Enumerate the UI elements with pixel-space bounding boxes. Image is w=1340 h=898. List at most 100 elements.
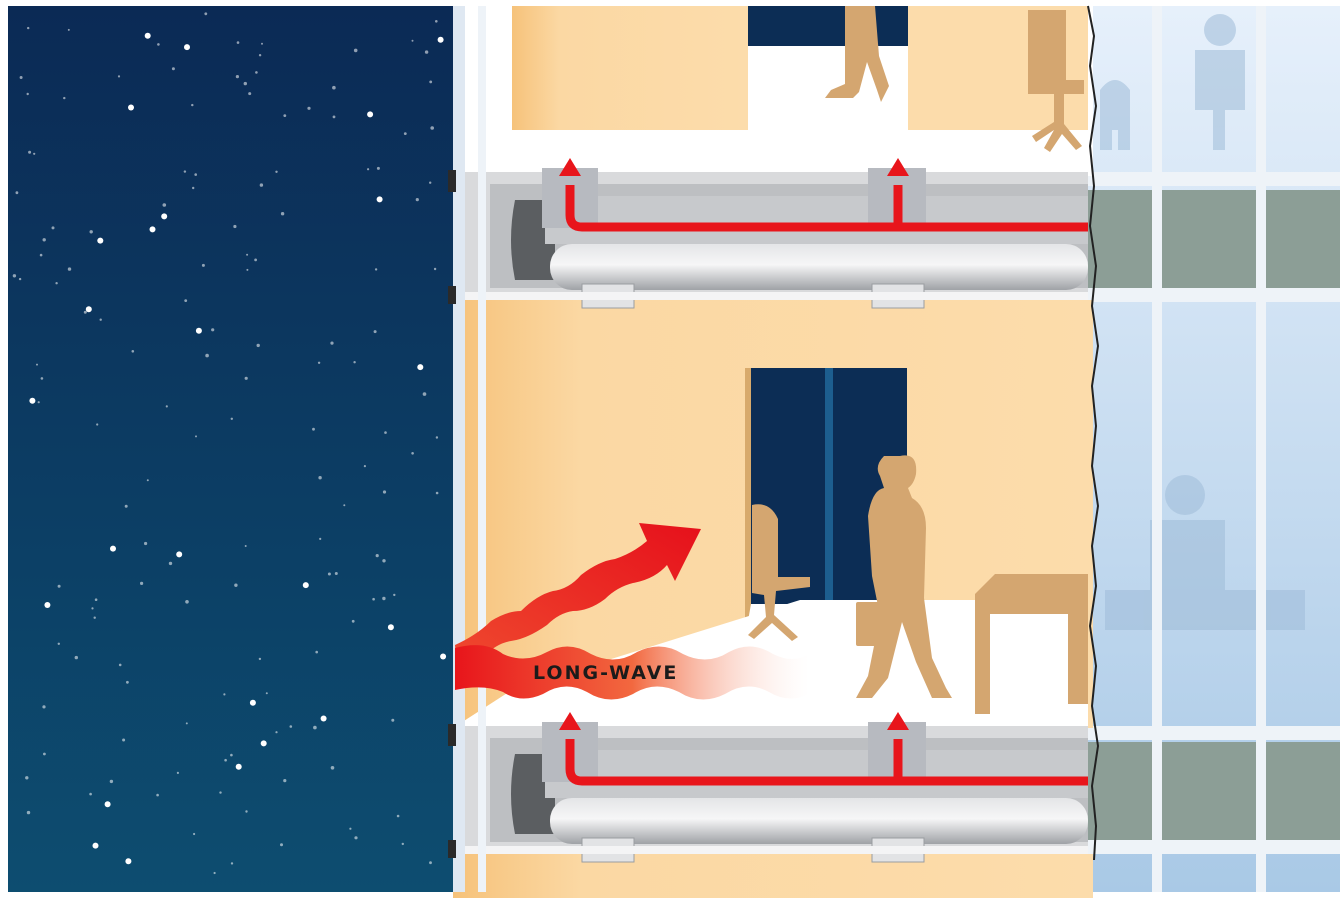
star xyxy=(195,327,202,334)
star xyxy=(254,258,257,262)
star xyxy=(110,545,116,552)
star xyxy=(39,253,43,257)
supply-duct-upper xyxy=(550,244,1088,290)
star xyxy=(26,810,31,815)
star xyxy=(89,230,93,234)
star xyxy=(51,226,55,230)
supply-duct-lower xyxy=(550,798,1088,844)
star xyxy=(319,537,322,541)
star xyxy=(417,364,424,371)
star xyxy=(375,554,379,558)
star xyxy=(246,268,249,271)
star xyxy=(234,583,238,587)
star xyxy=(117,75,121,78)
star xyxy=(382,559,386,563)
star xyxy=(185,722,188,725)
star xyxy=(367,168,370,171)
star xyxy=(391,718,395,722)
star xyxy=(83,310,87,314)
star xyxy=(89,792,92,796)
star xyxy=(424,50,429,54)
star xyxy=(176,771,179,775)
star xyxy=(26,92,29,96)
star xyxy=(28,150,32,154)
star xyxy=(429,861,432,865)
star xyxy=(57,642,60,645)
ceiling-plenum-upper xyxy=(453,158,1088,309)
star xyxy=(318,476,322,480)
star xyxy=(435,491,439,495)
star xyxy=(233,224,237,229)
star xyxy=(224,758,227,762)
star xyxy=(236,41,240,44)
star xyxy=(25,776,29,780)
star xyxy=(244,545,247,547)
star xyxy=(85,306,92,313)
star xyxy=(320,715,327,722)
star xyxy=(109,779,114,784)
stars xyxy=(12,12,447,875)
star xyxy=(343,504,346,507)
star xyxy=(440,653,447,660)
star xyxy=(204,12,208,16)
star xyxy=(33,152,36,155)
star xyxy=(27,26,30,30)
star xyxy=(411,39,414,42)
star xyxy=(353,48,358,53)
star xyxy=(94,598,98,601)
star xyxy=(354,836,358,840)
star xyxy=(374,268,378,271)
star xyxy=(193,832,196,836)
star xyxy=(275,731,278,734)
star xyxy=(265,692,268,695)
star xyxy=(289,725,293,728)
star xyxy=(195,435,197,438)
star xyxy=(74,655,79,660)
star xyxy=(29,397,36,404)
star xyxy=(387,624,394,631)
star xyxy=(248,92,252,96)
spandrel-panel-lower xyxy=(1085,742,1340,840)
red-arrow-icon xyxy=(565,739,1088,786)
star xyxy=(42,705,46,709)
star xyxy=(249,699,256,706)
star xyxy=(312,427,315,431)
star xyxy=(275,170,278,173)
star xyxy=(283,779,287,783)
star xyxy=(144,541,148,546)
star xyxy=(96,423,99,426)
star xyxy=(235,75,239,79)
star xyxy=(372,597,375,601)
star xyxy=(363,465,366,468)
star xyxy=(19,76,23,79)
star xyxy=(184,299,188,302)
star xyxy=(12,274,17,278)
star xyxy=(156,793,159,797)
star xyxy=(317,361,321,364)
star xyxy=(244,376,248,380)
star xyxy=(393,593,396,597)
interior-upper-floor xyxy=(453,6,1093,176)
star xyxy=(184,44,190,51)
star xyxy=(18,277,22,281)
desk xyxy=(975,574,1088,714)
star xyxy=(157,43,160,46)
star xyxy=(124,504,128,508)
star xyxy=(437,36,444,43)
star xyxy=(43,752,46,756)
star xyxy=(15,191,19,195)
star xyxy=(283,114,287,117)
wavy-band xyxy=(455,645,809,700)
star xyxy=(211,328,215,332)
exterior-curtain-wall xyxy=(1085,6,1340,892)
star xyxy=(219,791,222,794)
star xyxy=(327,572,331,576)
star xyxy=(302,582,309,589)
star xyxy=(259,183,264,187)
star xyxy=(57,584,61,588)
star xyxy=(332,115,336,119)
star xyxy=(131,350,135,353)
star xyxy=(330,341,334,345)
star xyxy=(230,753,233,757)
